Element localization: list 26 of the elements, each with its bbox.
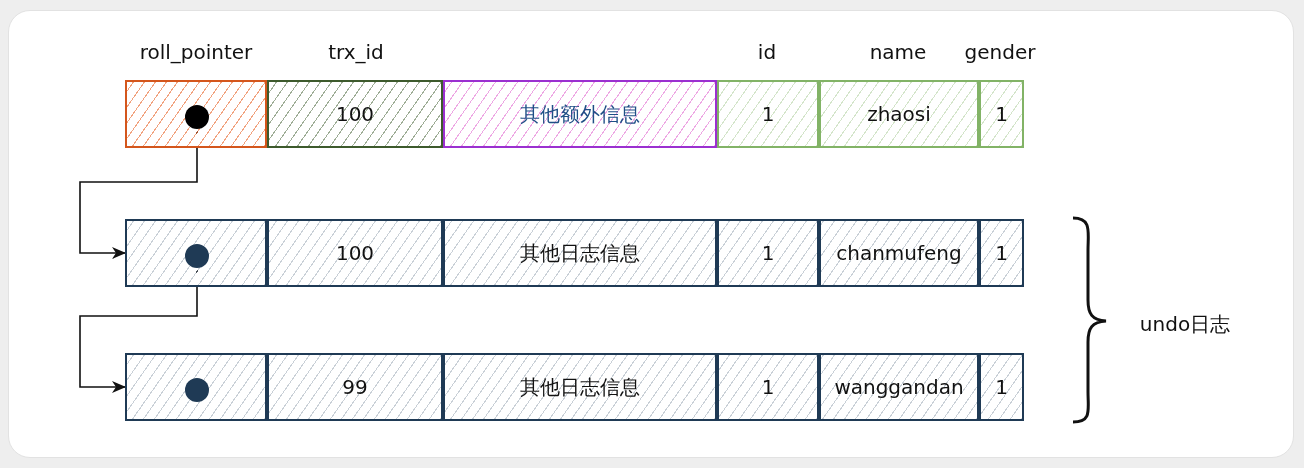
table-cell: 99	[267, 353, 443, 421]
table-cell: 其他日志信息	[443, 219, 717, 287]
table-cell: 其他额外信息	[443, 80, 717, 148]
table-cell: 1	[979, 80, 1024, 148]
column-header: roll_pointer	[139, 40, 253, 64]
table-cell: wanggandan	[819, 353, 979, 421]
table-cell	[125, 353, 267, 421]
column-header: gender	[964, 40, 1036, 64]
brace-label: undo日志	[1139, 311, 1231, 338]
column-header: trx_id	[328, 40, 384, 64]
table-cell: zhaosi	[819, 80, 979, 148]
table-cell: 1	[717, 219, 819, 287]
table-cell: 100	[267, 219, 443, 287]
table-cell: 1	[717, 80, 819, 148]
table-cell: 1	[717, 353, 819, 421]
column-header: name	[869, 40, 927, 64]
table-cell: 其他日志信息	[443, 353, 717, 421]
table-cell	[125, 219, 267, 287]
table-cell	[125, 80, 267, 148]
pointer-dot	[185, 105, 209, 129]
table-cell: 1	[979, 353, 1024, 421]
arrow	[79, 267, 198, 393]
column-header: id	[757, 40, 777, 64]
table-cell: 100	[267, 80, 443, 148]
table-cell: 1	[979, 219, 1024, 287]
table-cell: chanmufeng	[819, 219, 979, 287]
